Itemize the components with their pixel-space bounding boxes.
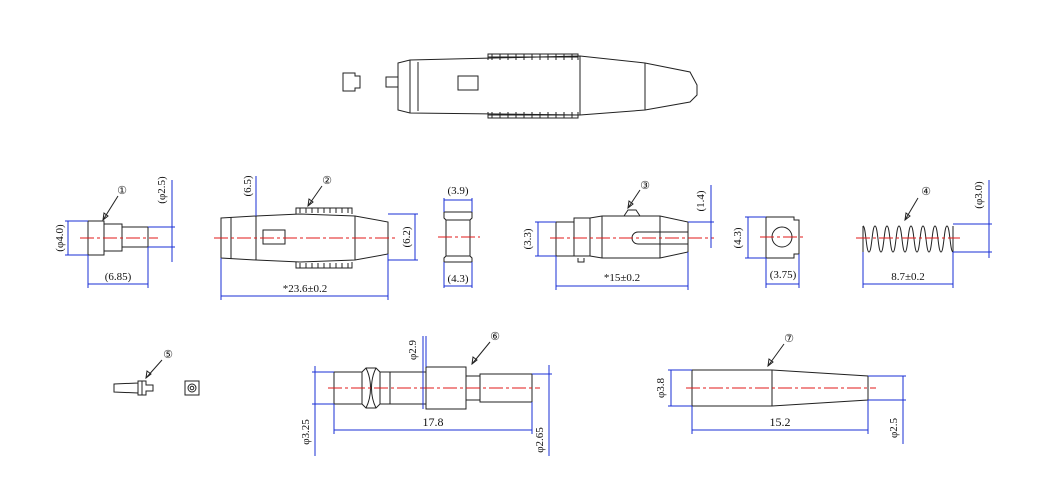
part-7-boot (668, 343, 906, 444)
part-1-length-label: (6.85) (105, 271, 132, 283)
part-1-pin-diameter-label: (φ2.5) (156, 176, 168, 204)
part-5-number: ⑤ (163, 349, 173, 361)
block-part (745, 216, 806, 288)
part-4-number: ④ (921, 186, 931, 198)
part-3-width-label: (3.3) (522, 228, 534, 249)
part-6-mid-diameter-label: φ2.9 (407, 339, 419, 360)
part-3-height-label: (1.4) (695, 190, 707, 211)
part-1-number: ① (117, 185, 127, 197)
block-length-label: (3.75) (770, 269, 797, 281)
part-1 (65, 180, 175, 288)
part-4-diameter-label: (φ3.0) (973, 181, 985, 209)
part-6-number: ⑥ (490, 331, 500, 343)
part-4-length-label: 8.7±0.2 (891, 271, 925, 283)
part-4-spring (856, 180, 992, 288)
part-3-length-label: *15±0.2 (604, 272, 640, 284)
part-2-number: ② (322, 175, 332, 187)
part-2-height-side-label: (6.2) (401, 226, 413, 247)
part-6-left-diameter-label: φ3.25 (300, 419, 312, 445)
part-7-number: ⑦ (784, 333, 794, 345)
part-1-diameter-label: (φ4.0) (54, 224, 66, 252)
part-2 (214, 176, 418, 300)
part-2-height-top-label: (6.5) (242, 175, 254, 196)
clip-part (438, 198, 480, 288)
block-height-label: (4.3) (732, 227, 744, 248)
part-7-right-diameter-label: φ2.5 (888, 417, 900, 438)
part-2-length-label: *23.6±0.2 (283, 283, 328, 295)
part-6-right-diameter-label: φ2.65 (534, 427, 546, 453)
part-3 (535, 185, 714, 290)
part-7-length-label: 15.2 (770, 415, 791, 429)
part-7-left-diameter-label: φ3.8 (655, 377, 667, 398)
part-3-number: ③ (640, 180, 650, 192)
assembly-view (342, 53, 698, 119)
clip-width-label: (3.9) (447, 185, 468, 197)
part-6-length-label: 17.8 (423, 415, 444, 429)
clip-length-label: (4.3) (447, 273, 468, 285)
part-5 (113, 359, 200, 396)
part-6 (312, 336, 552, 456)
